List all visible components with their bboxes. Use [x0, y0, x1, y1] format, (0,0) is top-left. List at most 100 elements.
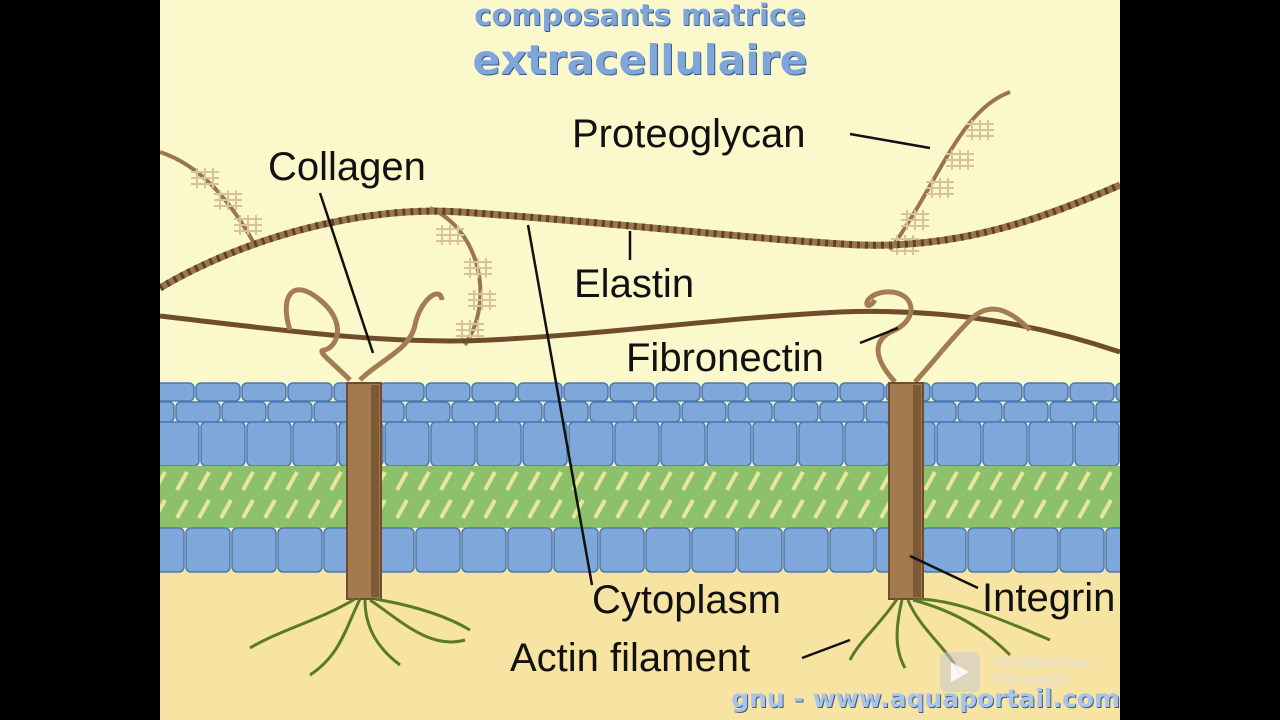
- membrane-tile: [568, 421, 614, 467]
- leader-collagen: [318, 192, 375, 354]
- leader-fibronectin: [859, 326, 899, 345]
- lipid-tail-mark: [725, 499, 739, 519]
- lipid-tail-mark: [1011, 499, 1025, 519]
- membrane-tile: [645, 527, 691, 573]
- actin-filaments-left: [249, 597, 471, 677]
- lipid-tail-mark: [747, 499, 761, 519]
- lipid-tail-mark: [395, 471, 409, 491]
- lipid-tail-mark: [791, 471, 805, 491]
- lipid-tail-mark: [681, 499, 695, 519]
- watermark-line-1: Wondershare: [994, 654, 1090, 671]
- membrane-tile: [379, 382, 425, 402]
- fibronectin-right: [864, 289, 914, 384]
- lipid-tail-mark: [659, 499, 673, 519]
- lipid-tail-mark: [967, 499, 981, 519]
- leader-proteoglycan: [849, 132, 931, 150]
- lipid-tail-mark: [439, 471, 453, 491]
- lipid-tail-mark: [197, 499, 211, 519]
- lipid-tail-mark: [703, 471, 717, 491]
- membrane-tile: [614, 421, 660, 467]
- membrane-tile: [415, 527, 461, 573]
- lipid-tail-mark: [593, 499, 607, 519]
- membrane-tile: [1049, 401, 1095, 423]
- leader-integrin: [909, 554, 979, 590]
- lipid-tail-mark: [439, 499, 453, 519]
- fibronectin-left: [283, 287, 352, 382]
- membrane-tile: [798, 421, 844, 467]
- lipid-tail-mark: [241, 471, 255, 491]
- membrane-tile: [287, 382, 333, 402]
- lipid-tail-mark: [1055, 499, 1069, 519]
- membrane-tile: [655, 382, 701, 402]
- membrane-tile: [1059, 527, 1105, 573]
- membrane-tile: [1095, 401, 1120, 423]
- label-collagen: Collagen: [268, 145, 426, 189]
- lipid-tail-mark: [967, 471, 981, 491]
- membrane-tile: [461, 527, 507, 573]
- membrane-tile: [543, 401, 589, 423]
- lipid-tail-mark: [329, 471, 343, 491]
- membrane-tile: [471, 382, 517, 402]
- membrane-tile: [839, 382, 885, 402]
- lipid-tail-mark: [483, 471, 497, 491]
- label-fibronectin: Fibronectin: [626, 336, 824, 380]
- membrane-tile: [829, 527, 875, 573]
- proteoglycan-middle: [429, 206, 496, 347]
- lipid-tail-mark: [527, 471, 541, 491]
- membrane-tile: [1069, 382, 1115, 402]
- membrane-tile: [175, 401, 221, 423]
- membrane-tile: [936, 421, 982, 467]
- membrane-tile: [277, 527, 323, 573]
- lipid-tail-mark: [219, 499, 233, 519]
- lipid-tail-mark: [527, 499, 541, 519]
- membrane-tile: [160, 421, 200, 467]
- lipid-tail-mark: [1077, 471, 1091, 491]
- lipid-tail-mark: [505, 471, 519, 491]
- membrane-tile: [160, 382, 195, 402]
- membrane-tile: [691, 527, 737, 573]
- lipid-tail-mark: [1033, 471, 1047, 491]
- lipid-tail-mark: [923, 471, 937, 491]
- lipid-tail-mark: [219, 471, 233, 491]
- lipid-tail-mark: [417, 499, 431, 519]
- lipid-tail-mark: [593, 471, 607, 491]
- membrane-tile: [195, 382, 241, 402]
- lipid-tail-mark: [307, 499, 321, 519]
- leader-cytoplasm: [526, 224, 594, 586]
- lipid-tail-mark: [681, 471, 695, 491]
- cytoplasm-region: [160, 568, 1120, 720]
- membrane-tile: [819, 401, 865, 423]
- membrane-tile: [517, 382, 563, 402]
- lipid-tail-mark: [989, 471, 1003, 491]
- fibronectin-left-b: [358, 291, 445, 382]
- membrane-tile: [1105, 527, 1120, 573]
- lipid-tail-mark: [241, 499, 255, 519]
- proteoglycan-right: [888, 90, 1011, 255]
- membrane-tile: [522, 421, 568, 467]
- lipid-tail-mark: [769, 499, 783, 519]
- lipid-tail-mark: [637, 499, 651, 519]
- leader-lines: [318, 132, 979, 660]
- membrane-tile: [701, 382, 747, 402]
- lipid-tail-mark: [395, 499, 409, 519]
- integrin-left-shade: [371, 385, 379, 597]
- lipid-tail-mark: [197, 471, 211, 491]
- ecm-diagram: composants matrice extracellulaire Prote…: [160, 0, 1120, 720]
- membrane-tile: [1074, 421, 1120, 467]
- lipid-tail-mark: [1099, 499, 1113, 519]
- membrane-tile: [1028, 421, 1074, 467]
- membrane-tile: [747, 382, 793, 402]
- lipid-tail-mark: [989, 499, 1003, 519]
- membrane-tile: [977, 382, 1023, 402]
- label-proteoglycan: Proteoglycan: [572, 112, 806, 156]
- lipid-tail-mark: [1055, 471, 1069, 491]
- lipid-tail-mark: [813, 499, 827, 519]
- membrane-tile: [1023, 382, 1069, 402]
- membrane-tile: [982, 421, 1028, 467]
- membrane-tile: [681, 401, 727, 423]
- lipid-tail-mark: [483, 499, 497, 519]
- lipid-tail-mark: [769, 471, 783, 491]
- lipid-tail-mark: [725, 471, 739, 491]
- membrane-tile: [1003, 401, 1049, 423]
- leader-actin: [801, 638, 851, 660]
